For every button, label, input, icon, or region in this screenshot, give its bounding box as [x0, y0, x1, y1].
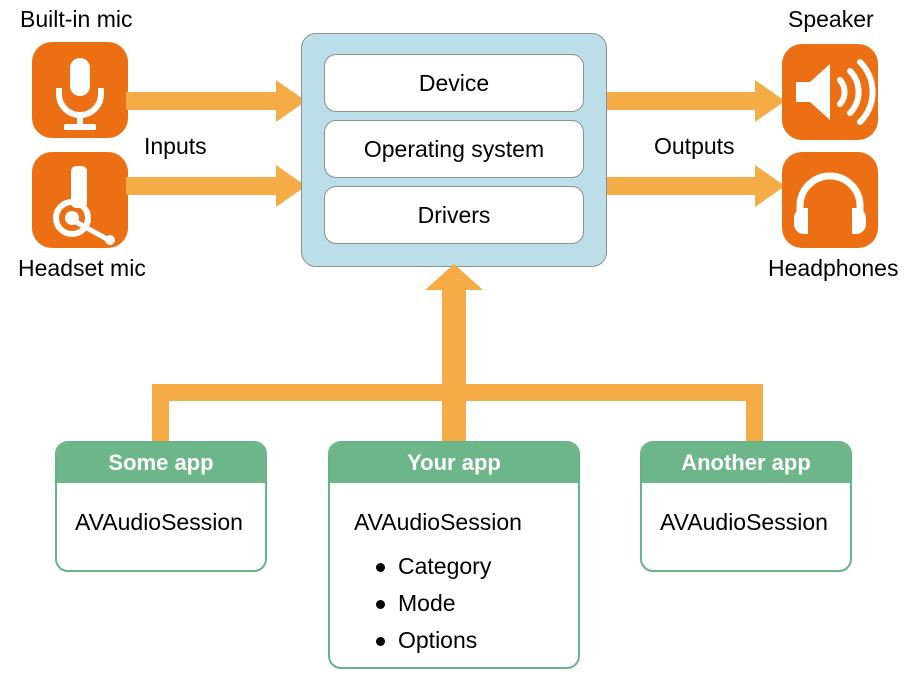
list-item: Category — [376, 548, 578, 585]
inputs-flow-label: Inputs — [144, 133, 207, 159]
app-card-body: AVAudioSession — [57, 483, 265, 536]
microphone-icon — [32, 42, 128, 138]
headset-mic-icon — [32, 152, 128, 248]
input-flow-arrow-2 — [126, 165, 306, 207]
avaudiosession-label: AVAudioSession — [660, 509, 828, 535]
avaudiosession-label: AVAudioSession — [354, 509, 522, 535]
built-in-mic-label: Built-in mic — [20, 6, 133, 32]
app-card-body: AVAudioSession — [642, 483, 850, 536]
app-card-header: Your app — [330, 443, 578, 483]
output-flow-arrow-2 — [607, 165, 785, 207]
list-item: Options — [376, 622, 578, 659]
speaker-label: Speaker — [788, 6, 874, 32]
headphones-label: Headphones — [768, 255, 899, 281]
system-stack: Device Operating system Drivers — [301, 33, 607, 267]
app-card-header: Another app — [642, 443, 850, 483]
avaudiosession-label: AVAudioSession — [75, 509, 243, 535]
app-to-system-connector — [0, 260, 915, 450]
app-card-your-app[interactable]: Your app AVAudioSession Category Mode Op… — [328, 441, 580, 669]
list-item: Mode — [376, 585, 578, 622]
speaker-waves-icon — [782, 44, 878, 140]
output-flow-arrow-1 — [607, 80, 785, 122]
input-flow-arrow-1 — [126, 80, 306, 122]
system-layer-drivers: Drivers — [324, 186, 584, 244]
session-feature-list: Category Mode Options — [330, 548, 578, 659]
system-layer-operating-system: Operating system — [324, 120, 584, 178]
app-card-another-app[interactable]: Another app AVAudioSession — [640, 441, 852, 572]
headphones-icon — [782, 152, 878, 248]
app-card-some-app[interactable]: Some app AVAudioSession — [55, 441, 267, 572]
system-layer-device: Device — [324, 54, 584, 112]
headset-mic-label: Headset mic — [18, 255, 146, 281]
app-card-body: AVAudioSession Category Mode Options — [330, 483, 578, 659]
outputs-flow-label: Outputs — [654, 133, 735, 159]
app-card-header: Some app — [57, 443, 265, 483]
